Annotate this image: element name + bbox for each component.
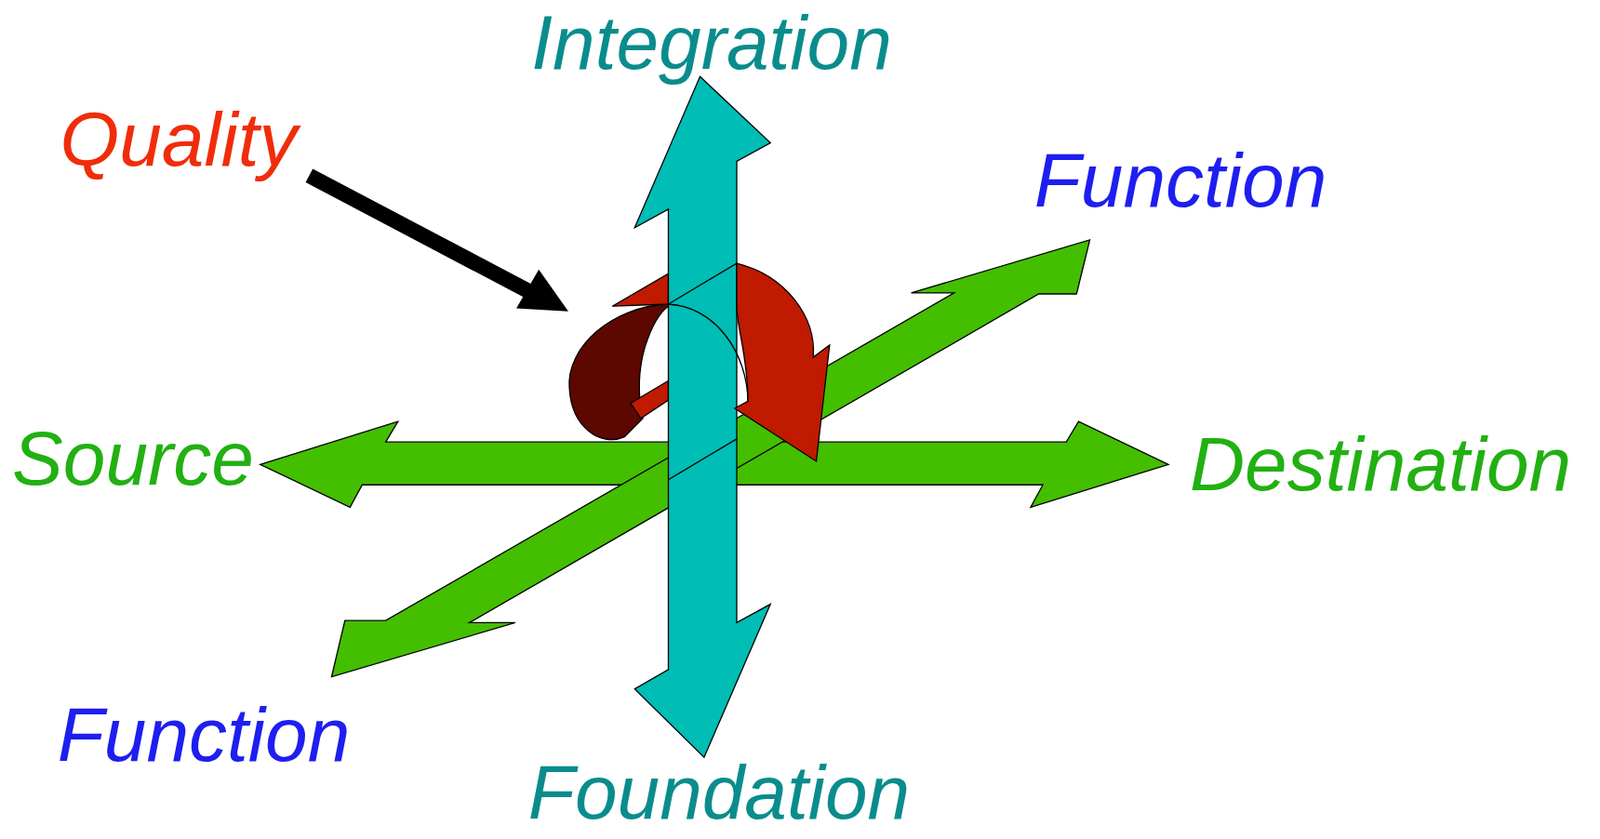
rotation-arrow-back [569, 304, 669, 440]
axis-label: Function [1034, 138, 1328, 223]
callout-label: Quality [59, 97, 297, 182]
axis-label: Integration [531, 0, 893, 85]
quality-leader [308, 175, 569, 312]
rotation-arrow-top [612, 273, 668, 307]
plane-edge [667, 263, 736, 480]
rotation-arrow-front [734, 263, 830, 462]
vertical-plane-arc [667, 304, 748, 403]
rotation-arrow-tail [630, 380, 669, 419]
axis-label: Function [57, 693, 351, 777]
axis-label: Source [12, 416, 254, 501]
axis-label: Destination [1189, 422, 1572, 507]
axis-label: Foundation [528, 750, 910, 835]
